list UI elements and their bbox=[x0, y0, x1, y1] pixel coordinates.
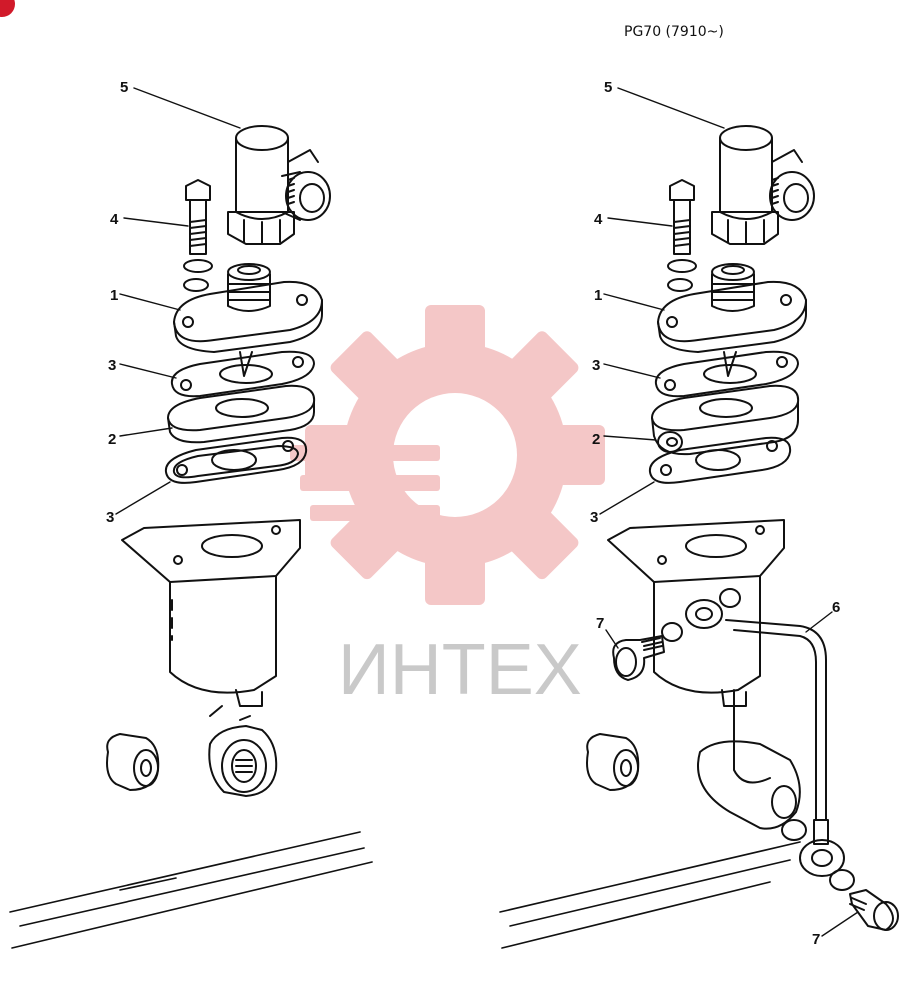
left-assembly bbox=[9, 87, 373, 949]
right-banjo-bolt-part-7-lower bbox=[849, 889, 899, 931]
right-base-lines bbox=[499, 841, 801, 949]
left-bolt-part-4 bbox=[183, 179, 213, 292]
right-assembly bbox=[499, 87, 899, 949]
left-pump-housing bbox=[121, 519, 301, 721]
left-label-5: 5 bbox=[120, 79, 128, 96]
watermark-logo bbox=[290, 305, 605, 605]
left-plug-small bbox=[106, 733, 160, 791]
right-leader-lines bbox=[599, 87, 859, 937]
left-spacer-part-2 bbox=[167, 384, 316, 444]
left-leader-lines bbox=[115, 87, 241, 515]
left-label-4: 4 bbox=[110, 211, 119, 228]
right-label-2: 2 bbox=[592, 431, 600, 448]
left-base-lines bbox=[9, 831, 373, 949]
right-label-3-upper: 3 bbox=[592, 357, 600, 374]
right-label-7-lower: 7 bbox=[812, 931, 820, 948]
left-labels: 5 4 1 3 2 3 bbox=[106, 79, 128, 526]
right-pump-housing bbox=[607, 519, 801, 830]
right-label-6: 6 bbox=[832, 599, 840, 616]
left-label-3-upper: 3 bbox=[108, 357, 116, 374]
right-gasket-part-3-lower bbox=[648, 436, 792, 484]
right-spacer-part-2 bbox=[651, 384, 800, 456]
right-labels: 5 4 1 3 2 3 6 7 7 bbox=[590, 79, 840, 948]
corner-badge bbox=[0, 0, 15, 17]
right-bolt-part-4 bbox=[667, 179, 697, 292]
right-label-4: 4 bbox=[594, 211, 603, 228]
right-elbow-fitting-part-5 bbox=[711, 125, 815, 245]
left-flange-part-1 bbox=[173, 263, 323, 377]
model-code: PG70 (7910~) bbox=[624, 24, 724, 40]
right-flange-part-1 bbox=[657, 263, 807, 377]
left-plug-large bbox=[208, 725, 278, 797]
right-label-1: 1 bbox=[594, 287, 602, 304]
right-pipe-part-6 bbox=[661, 588, 855, 891]
right-label-5: 5 bbox=[604, 79, 612, 96]
left-gasket-part-3-upper bbox=[170, 350, 315, 398]
left-label-3-lower: 3 bbox=[106, 509, 114, 526]
right-plug-small bbox=[586, 733, 640, 791]
right-label-7-upper: 7 bbox=[596, 615, 604, 632]
left-elbow-fitting-part-5 bbox=[227, 125, 331, 245]
left-label-2: 2 bbox=[108, 431, 116, 448]
right-label-3-lower: 3 bbox=[590, 509, 598, 526]
right-gasket-part-3-upper bbox=[654, 350, 799, 398]
watermark-text: ИНТЕХ bbox=[338, 630, 582, 710]
left-gasket-part-3-lower bbox=[164, 436, 308, 484]
left-label-1: 1 bbox=[110, 287, 118, 304]
